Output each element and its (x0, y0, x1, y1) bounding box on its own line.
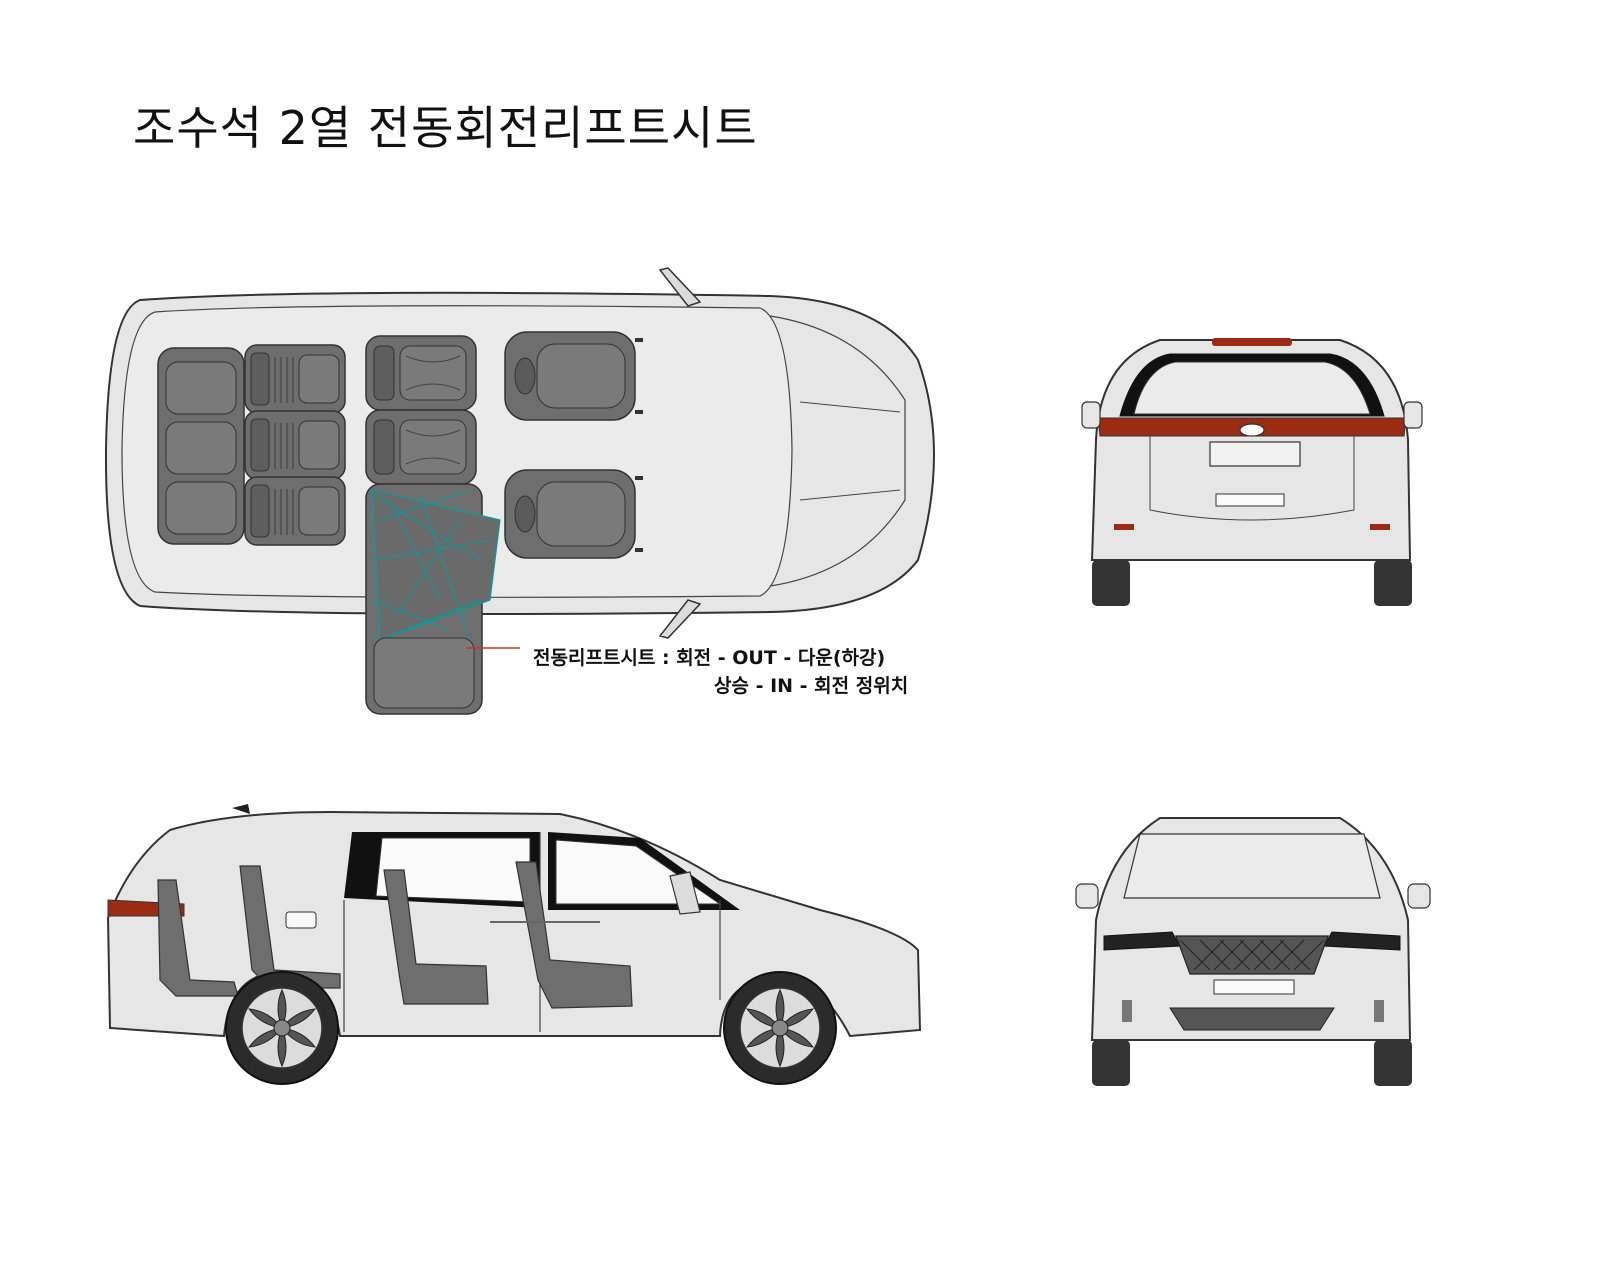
top-view (104, 267, 935, 715)
front-seat (515, 861, 633, 1009)
rear-wheel-icon (225, 971, 339, 1085)
third-row-seat (239, 865, 341, 989)
page-title: 조수석 2열 전동회전리프트시트 (133, 101, 758, 155)
front-seat (503, 468, 645, 560)
mirror-icon (1081, 401, 1101, 429)
mirror-icon (1403, 401, 1423, 429)
mirror-icon (669, 871, 701, 915)
lift-seat (365, 483, 501, 715)
mirror-icon (658, 267, 702, 307)
mirror-icon (658, 599, 702, 639)
annotation-line-1: 전동리프트시트 : 회전 - OUT - 다운(하강) (533, 647, 886, 669)
front-wheel-icon (723, 971, 837, 1085)
second-row-seat (365, 409, 477, 485)
third-row-seat (244, 344, 346, 414)
rear-bench-seat (157, 347, 245, 545)
rear-view (1081, 338, 1423, 606)
annotation-line-2: 상승 - IN - 회전 정위치 (714, 675, 909, 697)
mirror-icon (1407, 883, 1431, 909)
third-row-seat (244, 476, 346, 546)
front-view (1075, 817, 1431, 1086)
mirror-icon (1075, 883, 1099, 909)
side-view (106, 804, 922, 1085)
third-row-seat (244, 410, 346, 480)
second-row-seat (383, 869, 489, 1005)
second-row-seat (365, 335, 477, 411)
rear-bench-seat (157, 879, 239, 997)
front-seat (503, 330, 645, 422)
